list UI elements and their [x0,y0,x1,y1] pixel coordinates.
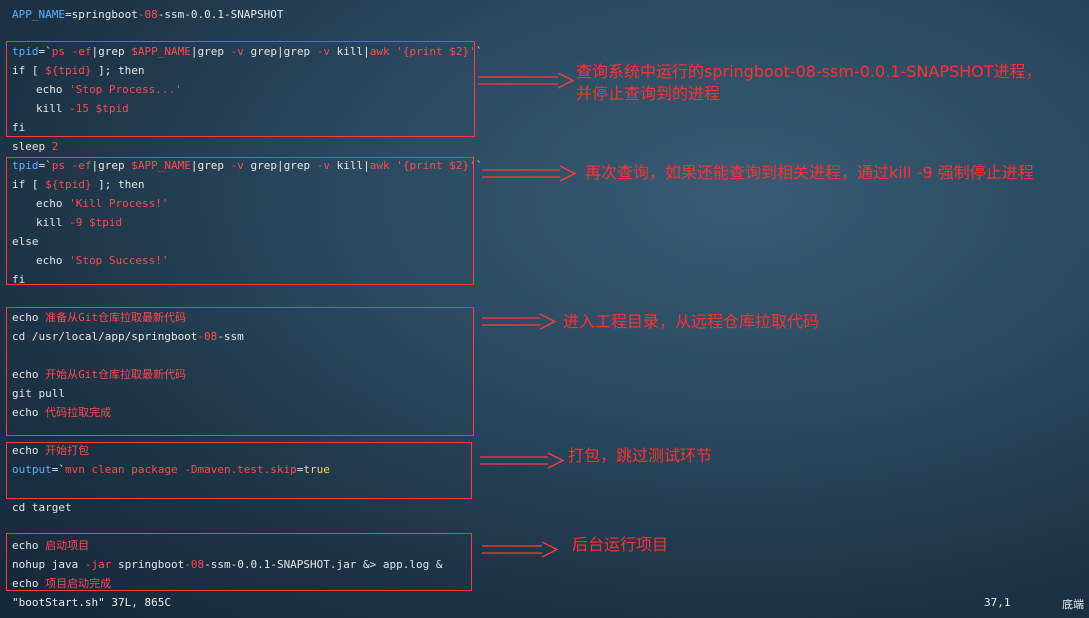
code-line-echo-pull-done: echo 代码拉取完成 [12,406,112,419]
code-line-if-2: if [ ${tpid} ]; then [12,178,145,191]
code-line-echo-kill: echo 'Kill Process!' [36,197,169,210]
arrow-icon [482,165,577,182]
annotation-box-run [6,533,472,591]
arrow-icon [480,452,565,469]
code-line-else: else [12,235,39,248]
annotation-note-pull: 进入工程目录，从远程仓库拉取代码 [563,312,820,331]
code-line-echo-prep: echo 准备从Git仓库拉取最新代码 [12,311,186,324]
code-line-echo-launch: echo 启动项目 [12,539,90,552]
annotation-box-stop [6,41,475,137]
code-line-kill-15: kill -15 $tpid [36,102,129,115]
code-line-tpid-2: tpid=`ps -ef|grep $APP_NAME|grep -v grep… [12,159,483,172]
annotation-box-pull [6,307,474,436]
code-line-mvn: output=`mvn clean package -Dmaven.test.s… [12,463,330,476]
annotation-box-package [6,442,472,499]
code-line-fi-2: fi [12,273,26,286]
code-line-git-pull: git pull [12,387,65,400]
code-line-nohup: nohup java -jar springboot-08-ssm-0.0.1-… [12,558,443,571]
code-line-cd-target: cd target [12,501,72,514]
arrow-icon [482,313,557,330]
code-line-cd-app: cd /usr/local/app/springboot-08-ssm [12,330,244,343]
scroll-position: 底端 [1062,598,1084,611]
file-status: "bootStart.sh" 37L, 865C [12,596,171,609]
annotation-note-stop: 查询系统中运行的springboot-08-ssm-0.0.1-SNAPSHOT… [576,62,1042,103]
annotation-note-package: 打包，跳过测试环节 [568,446,713,465]
cursor-position: 37,1 [984,596,1011,609]
code-line-if-1: if [ ${tpid} ]; then [12,64,145,77]
code-line-echo-launched: echo 项目启动完成 [12,577,112,590]
code-line-echo-success: echo 'Stop Success!' [36,254,169,267]
annotation-note-run: 后台运行项目 [572,535,669,554]
code-line-sleep: sleep 2 [12,140,59,153]
annotation-box-kill [6,157,474,285]
code-line-echo-pack: echo 开始打包 [12,444,90,457]
code-line-echo-stop: echo 'Stop Process...' [36,83,182,96]
code-line-echo-start-pull: echo 开始从Git仓库拉取最新代码 [12,368,186,381]
code-line-kill-9: kill -9 $tpid [36,216,123,229]
code-line-app-name: APP_NAME=springboot-08-ssm-0.0.1-SNAPSHO… [12,8,284,21]
arrow-icon [482,541,559,558]
code-line-fi-1: fi [12,121,26,134]
code-line-tpid-1: tpid=`ps -ef|grep $APP_NAME|grep -v grep… [12,45,483,58]
arrow-icon [478,72,575,89]
annotation-note-kill: 再次查询，如果还能查询到相关进程，通过kill -9 强制停止进程 [585,163,1034,182]
